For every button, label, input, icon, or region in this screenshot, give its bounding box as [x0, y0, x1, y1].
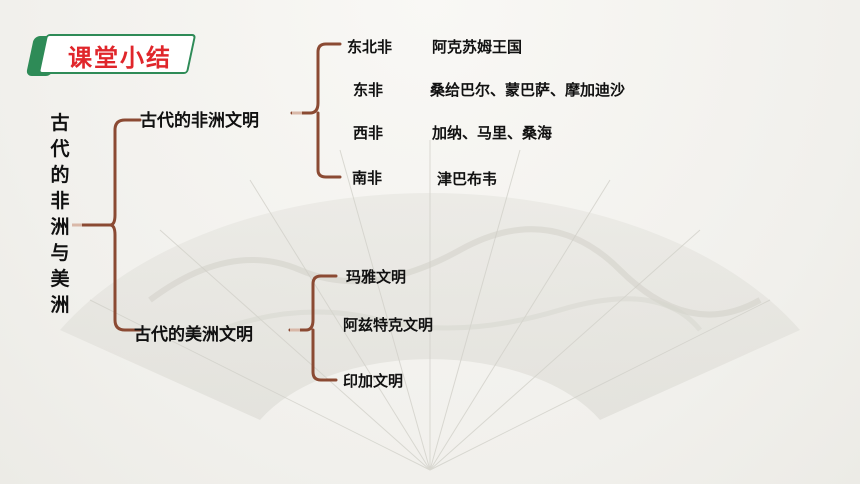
root-bracket: [78, 118, 142, 332]
root-title: 古代的非洲与美洲: [50, 112, 70, 316]
africa-civilizations: 加纳、马里、桑海: [432, 124, 553, 142]
africa-civilizations: 津巴布韦: [437, 170, 498, 188]
africa-region-label: 西非: [353, 124, 384, 142]
africa-region-label: 东北非: [347, 38, 393, 56]
africa-civilizations: 阿克苏姆王国: [432, 38, 523, 56]
africa-civilizations: 桑给巴尔、蒙巴萨、摩加迪沙: [430, 81, 626, 99]
summary-badge: 课堂小结: [25, 34, 197, 78]
america-civilization: 玛雅文明: [346, 268, 407, 286]
africa-branch-label: 古代的非洲文明: [140, 111, 259, 131]
africa-region-label: 东非: [353, 81, 384, 99]
africa-bracket: [290, 42, 342, 179]
america-branch-label: 古代的美洲文明: [134, 325, 253, 345]
america-civilization: 印加文明: [343, 372, 404, 390]
africa-region-label: 南非: [352, 169, 383, 187]
america-bracket: [288, 274, 338, 382]
badge-label: 课堂小结: [68, 44, 172, 72]
america-civilization: 阿兹特克文明: [343, 316, 434, 334]
